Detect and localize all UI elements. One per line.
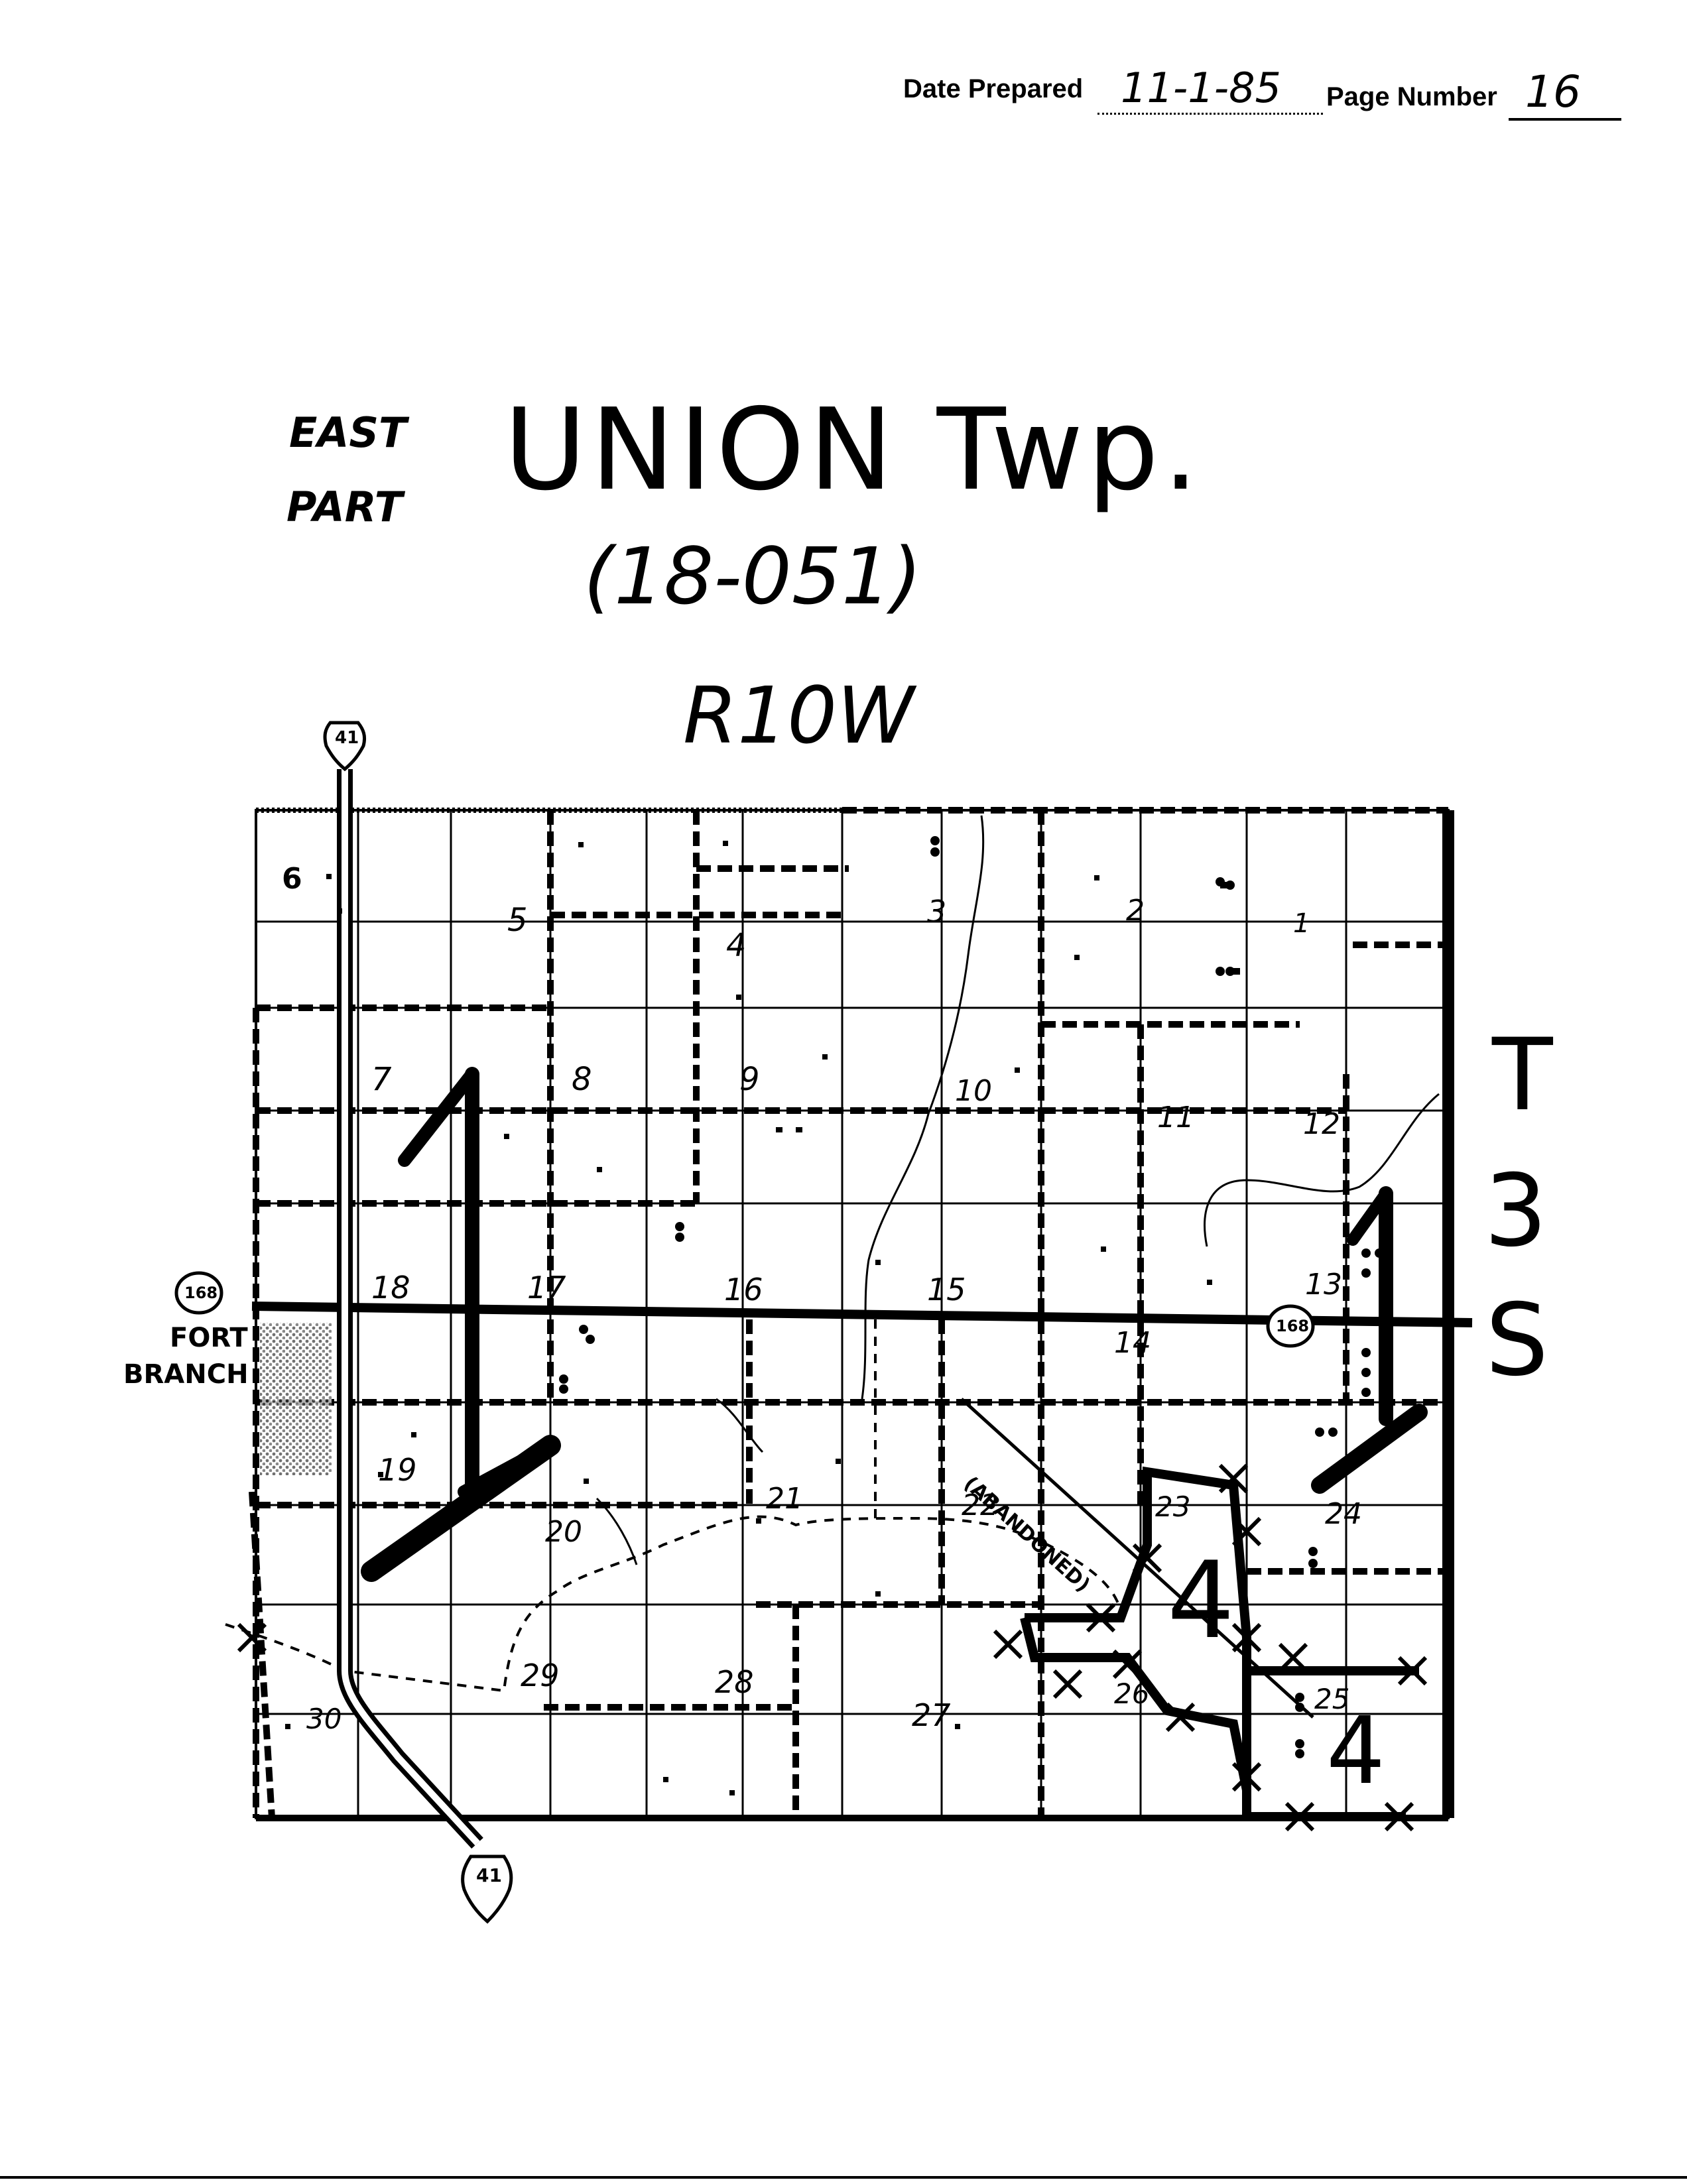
x-markers: [237, 1463, 1428, 1832]
page-underline: [1509, 118, 1621, 121]
abandoned-railroad: [960, 1398, 1314, 1719]
zone-label-4b: 4: [1326, 1697, 1386, 1805]
shield-168-east: [1266, 1304, 1315, 1348]
section-5: 5: [507, 902, 528, 939]
section-17: 17: [527, 1270, 566, 1305]
section-1: 1: [1293, 908, 1310, 939]
shield-41-south: [461, 1854, 513, 1924]
date-prepared-value: 11-1-85: [1121, 64, 1281, 112]
highway-41: [337, 769, 483, 1849]
section-10: 10: [955, 1074, 992, 1108]
section-14: 14: [1114, 1326, 1151, 1360]
section-28: 28: [715, 1664, 754, 1700]
section-18: 18: [371, 1270, 410, 1305]
section-21: 21: [766, 1482, 803, 1516]
fort-branch-area: [260, 1323, 332, 1475]
page-number-label: Page Number: [1326, 82, 1497, 111]
zone-one-west: [361, 1067, 561, 1582]
section-11: 11: [1157, 1101, 1194, 1134]
township-name: UNION Twp.: [504, 385, 1203, 516]
section-12: 12: [1303, 1107, 1340, 1141]
zone-boundary: [1020, 1466, 1419, 1821]
section-15: 15: [927, 1272, 966, 1307]
structures: [285, 836, 1384, 1795]
highway-41-north-number: 41: [335, 728, 359, 748]
highway-168-west-number: 168: [184, 1284, 218, 1302]
section-27: 27: [912, 1697, 951, 1733]
range-label: R10W: [683, 670, 914, 761]
section-29: 29: [521, 1658, 560, 1693]
part-line-1: EAST: [289, 408, 407, 457]
section-7: 7: [371, 1061, 392, 1098]
fort-branch-label-1: FORT: [170, 1323, 248, 1353]
section-6: 6: [282, 862, 302, 896]
township-code: (18-051): [584, 530, 922, 622]
shield-168-west: [174, 1271, 223, 1315]
highway-41-south-number: 41: [476, 1864, 502, 1886]
highway-168-east-number: 168: [1276, 1317, 1310, 1335]
section-26: 26: [1114, 1677, 1150, 1710]
tier-digit-3: 3: [1484, 1154, 1548, 1269]
page-number-value: 16: [1525, 66, 1581, 117]
section-25: 25: [1314, 1683, 1350, 1715]
section-19: 19: [378, 1452, 417, 1488]
bottom-rule: [0, 2176, 1687, 2179]
section-23: 23: [1155, 1490, 1191, 1523]
part-line-2: PART: [286, 483, 403, 531]
section-30: 30: [306, 1703, 342, 1735]
section-9: 9: [739, 1061, 760, 1098]
dashed-boundary: [225, 1319, 1122, 1693]
section-3: 3: [927, 894, 947, 930]
section-16: 16: [724, 1272, 763, 1307]
section-8: 8: [572, 1061, 592, 1098]
zone-label-4a: 4: [1167, 1538, 1235, 1662]
tier-letter-s: S: [1485, 1283, 1549, 1398]
date-prepared-label: Date Prepared: [903, 74, 1084, 103]
creek: [595, 815, 1440, 1565]
section-4: 4: [726, 927, 747, 964]
section-20: 20: [545, 1515, 582, 1549]
section-24: 24: [1325, 1497, 1362, 1531]
section-2: 2: [1126, 894, 1145, 928]
tier-letter-t: T: [1492, 1018, 1553, 1133]
fort-branch-label-2: BRANCH: [123, 1359, 249, 1390]
zone-one-east: [1311, 1186, 1428, 1494]
shield-41-north: [323, 721, 367, 772]
section-22: 22: [962, 1488, 999, 1522]
date-underline: [1097, 113, 1323, 115]
county-roads: [249, 807, 1452, 1819]
section-13: 13: [1305, 1268, 1342, 1302]
